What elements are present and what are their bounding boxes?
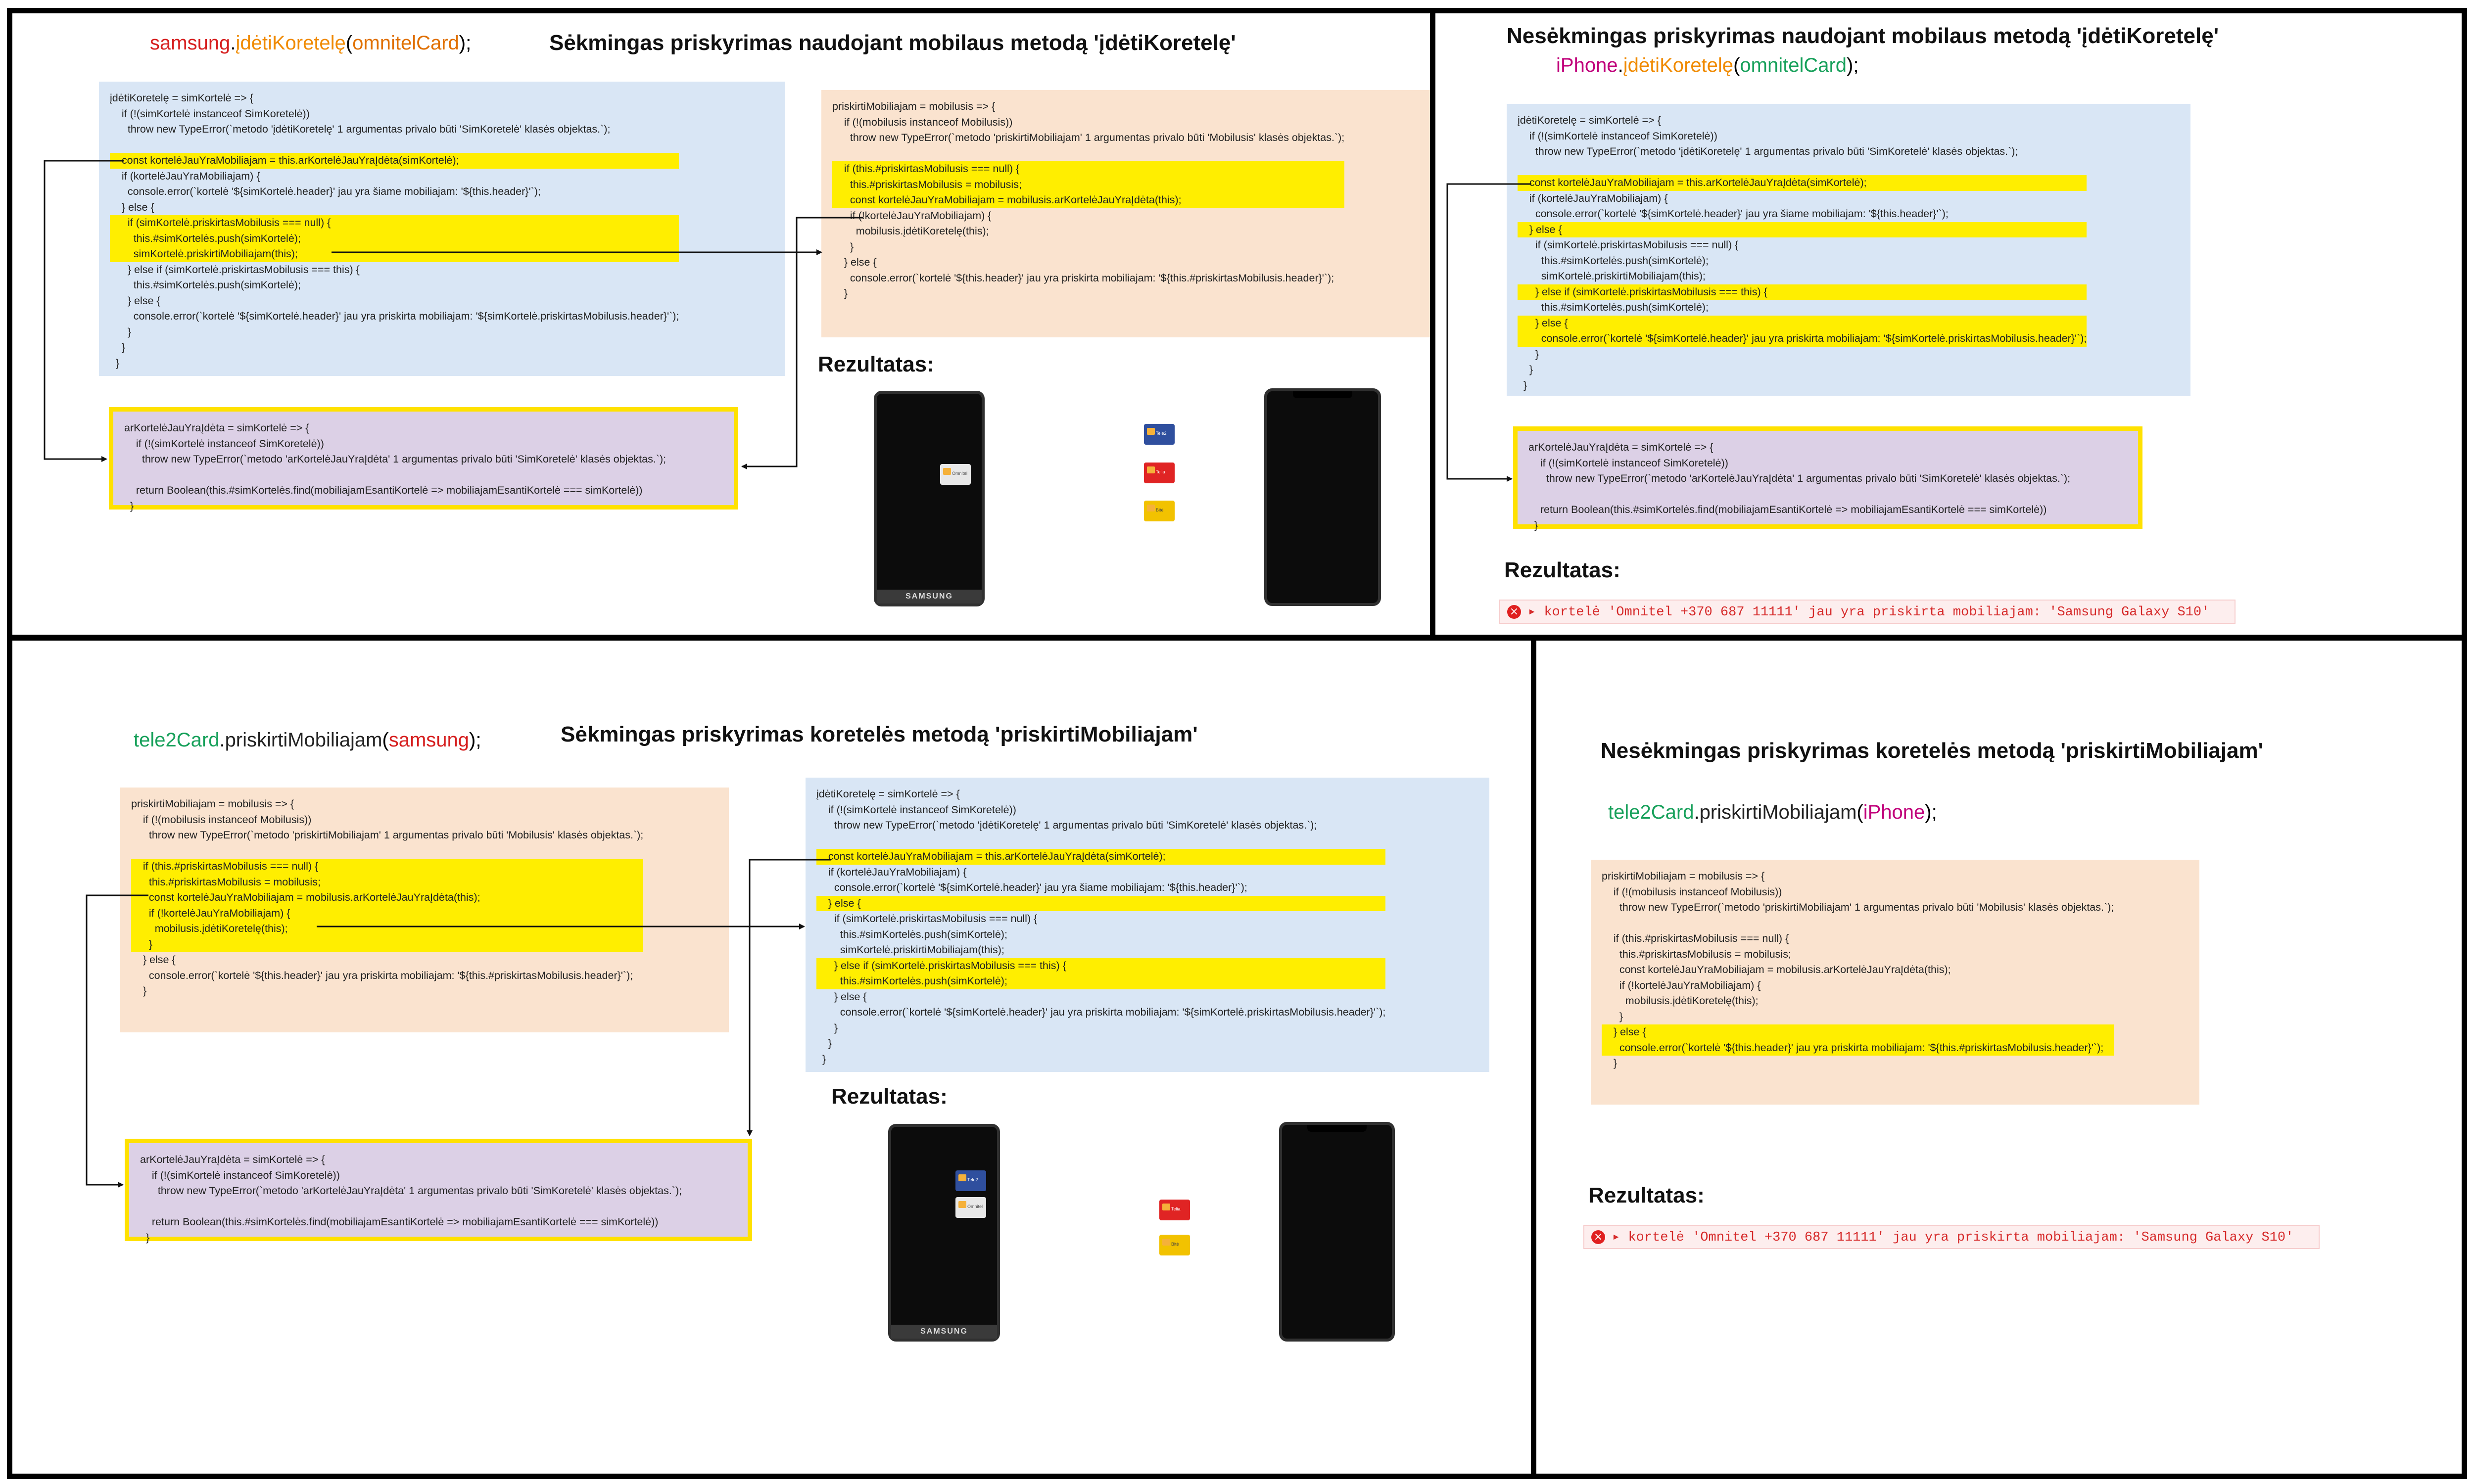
code-block-idetiKortele: įdėtiKoretelę = simKortelė => { if (!(si… bbox=[1507, 104, 2190, 396]
code-block-priskirtiMobiliajam: priskirtiMobiliajam = mobilusis => { if … bbox=[1591, 860, 2199, 1105]
omnitel-sim-icon: Omnitel bbox=[955, 1197, 986, 1218]
code-text: arKortelėJauYraĮdėta = simKortelė => { i… bbox=[140, 1154, 682, 1244]
panel-title: Sėkmingas priskyrimas naudojant mobilaus… bbox=[549, 31, 1236, 55]
samsung-brand-label: SAMSUNG bbox=[877, 590, 982, 603]
code-block-priskirtiMobiliajam: priskirtiMobiliajam = mobilusis => { if … bbox=[821, 90, 1430, 337]
tele2-sim-icon: Tele2 bbox=[1144, 424, 1175, 445]
result-label: Rezultatas: bbox=[1504, 558, 1620, 582]
code-text: įdėtiKoretelę = simKortelė => { if (!(si… bbox=[1518, 114, 2087, 391]
error-icon: × bbox=[1591, 1230, 1605, 1244]
telia-sim-icon: Telia bbox=[1144, 463, 1175, 483]
error-expand-icon[interactable]: ▸ bbox=[1612, 1230, 1620, 1245]
samsung-phone: Omnitel SAMSUNG bbox=[874, 391, 985, 606]
call-expression: tele2Card.priskirtiMobiliajam(samsung); bbox=[134, 729, 481, 751]
iphone-phone bbox=[1279, 1122, 1395, 1342]
samsung-phone: Tele2 Omnitel SAMSUNG bbox=[888, 1124, 1000, 1342]
code-block-arKorteleJauYraIdeta: arKortelėJauYraĮdėta = simKortelė => { i… bbox=[125, 1139, 752, 1244]
code-text: priskirtiMobiliajam = mobilusis => { if … bbox=[131, 798, 644, 997]
code-text: įdėtiKoretelę = simKortelė => { if (!(si… bbox=[816, 788, 1386, 1065]
iphone-phone bbox=[1264, 388, 1381, 606]
code-block-idetiKortele: įdėtiKoretelę = simKortelė => { if (!(si… bbox=[99, 82, 785, 376]
code-text: įdėtiKoretelę = simKortelė => { if (!(si… bbox=[110, 92, 679, 369]
code-block-idetiKortele: įdėtiKoretelę = simKortelė => { if (!(si… bbox=[806, 778, 1489, 1072]
call-expression: tele2Card.priskirtiMobiliajam(iPhone); bbox=[1608, 801, 1937, 823]
code-block-priskirtiMobiliajam: priskirtiMobiliajam = mobilusis => { if … bbox=[120, 788, 729, 1032]
error-expand-icon[interactable]: ▸ bbox=[1528, 605, 1536, 620]
code-text: arKortelėJauYraĮdėta = simKortelė => { i… bbox=[1528, 441, 2071, 531]
call-expression: samsung.įdėtiKoretelę(omnitelCard); bbox=[150, 32, 472, 54]
panel-title: Nesėkmingas priskyrimas naudojant mobila… bbox=[1507, 24, 2219, 48]
code-text: arKortelėJauYraĮdėta = simKortelė => { i… bbox=[124, 422, 666, 512]
tele2-sim-icon: Tele2 bbox=[955, 1170, 986, 1191]
arrow-card-to-check bbox=[86, 894, 148, 1188]
panel-title: Nesėkmingas priskyrimas koretelės metodą… bbox=[1601, 739, 2264, 763]
bite-sim-icon: Bitė bbox=[1144, 501, 1175, 521]
omnitel-sim-icon: Omnitel bbox=[940, 464, 971, 485]
result-label: Rezultatas: bbox=[818, 352, 934, 376]
code-text: priskirtiMobiliajam = mobilusis => { if … bbox=[832, 100, 1345, 299]
result-label: Rezultatas: bbox=[831, 1084, 948, 1109]
error-icon: × bbox=[1507, 604, 1521, 619]
arrow-insert-to-check bbox=[747, 859, 831, 1136]
call-expression: iPhone.įdėtiKoretelę(omnitelCard); bbox=[1556, 54, 1859, 76]
code-block-arKorteleJauYraIdeta: arKortelėJauYraĮdėta = simKortelė => { i… bbox=[109, 407, 738, 512]
arrow-call-to-check bbox=[1446, 183, 1531, 482]
telia-sim-icon: Telia bbox=[1159, 1200, 1190, 1220]
console-error-message: ×▸ kortelė 'Omnitel +370 687 11111' jau … bbox=[1583, 1225, 2320, 1249]
result-label: Rezultatas: bbox=[1588, 1183, 1705, 1207]
samsung-brand-label: SAMSUNG bbox=[891, 1325, 997, 1339]
panel-title: Sėkmingas priskyrimas koretelės metodą '… bbox=[561, 722, 1198, 746]
code-block-arKorteleJauYraIdeta: arKortelėJauYraĮdėta = simKortelė => { i… bbox=[1513, 426, 2142, 531]
code-text: priskirtiMobiliajam = mobilusis => { if … bbox=[1602, 870, 2114, 1069]
arrow-call-to-check bbox=[44, 160, 124, 462]
console-error-message: ×▸ kortelė 'Omnitel +370 687 11111' jau … bbox=[1499, 600, 2236, 624]
arrow-card-back-check bbox=[741, 217, 863, 469]
bite-sim-icon: Bitė bbox=[1159, 1235, 1190, 1255]
